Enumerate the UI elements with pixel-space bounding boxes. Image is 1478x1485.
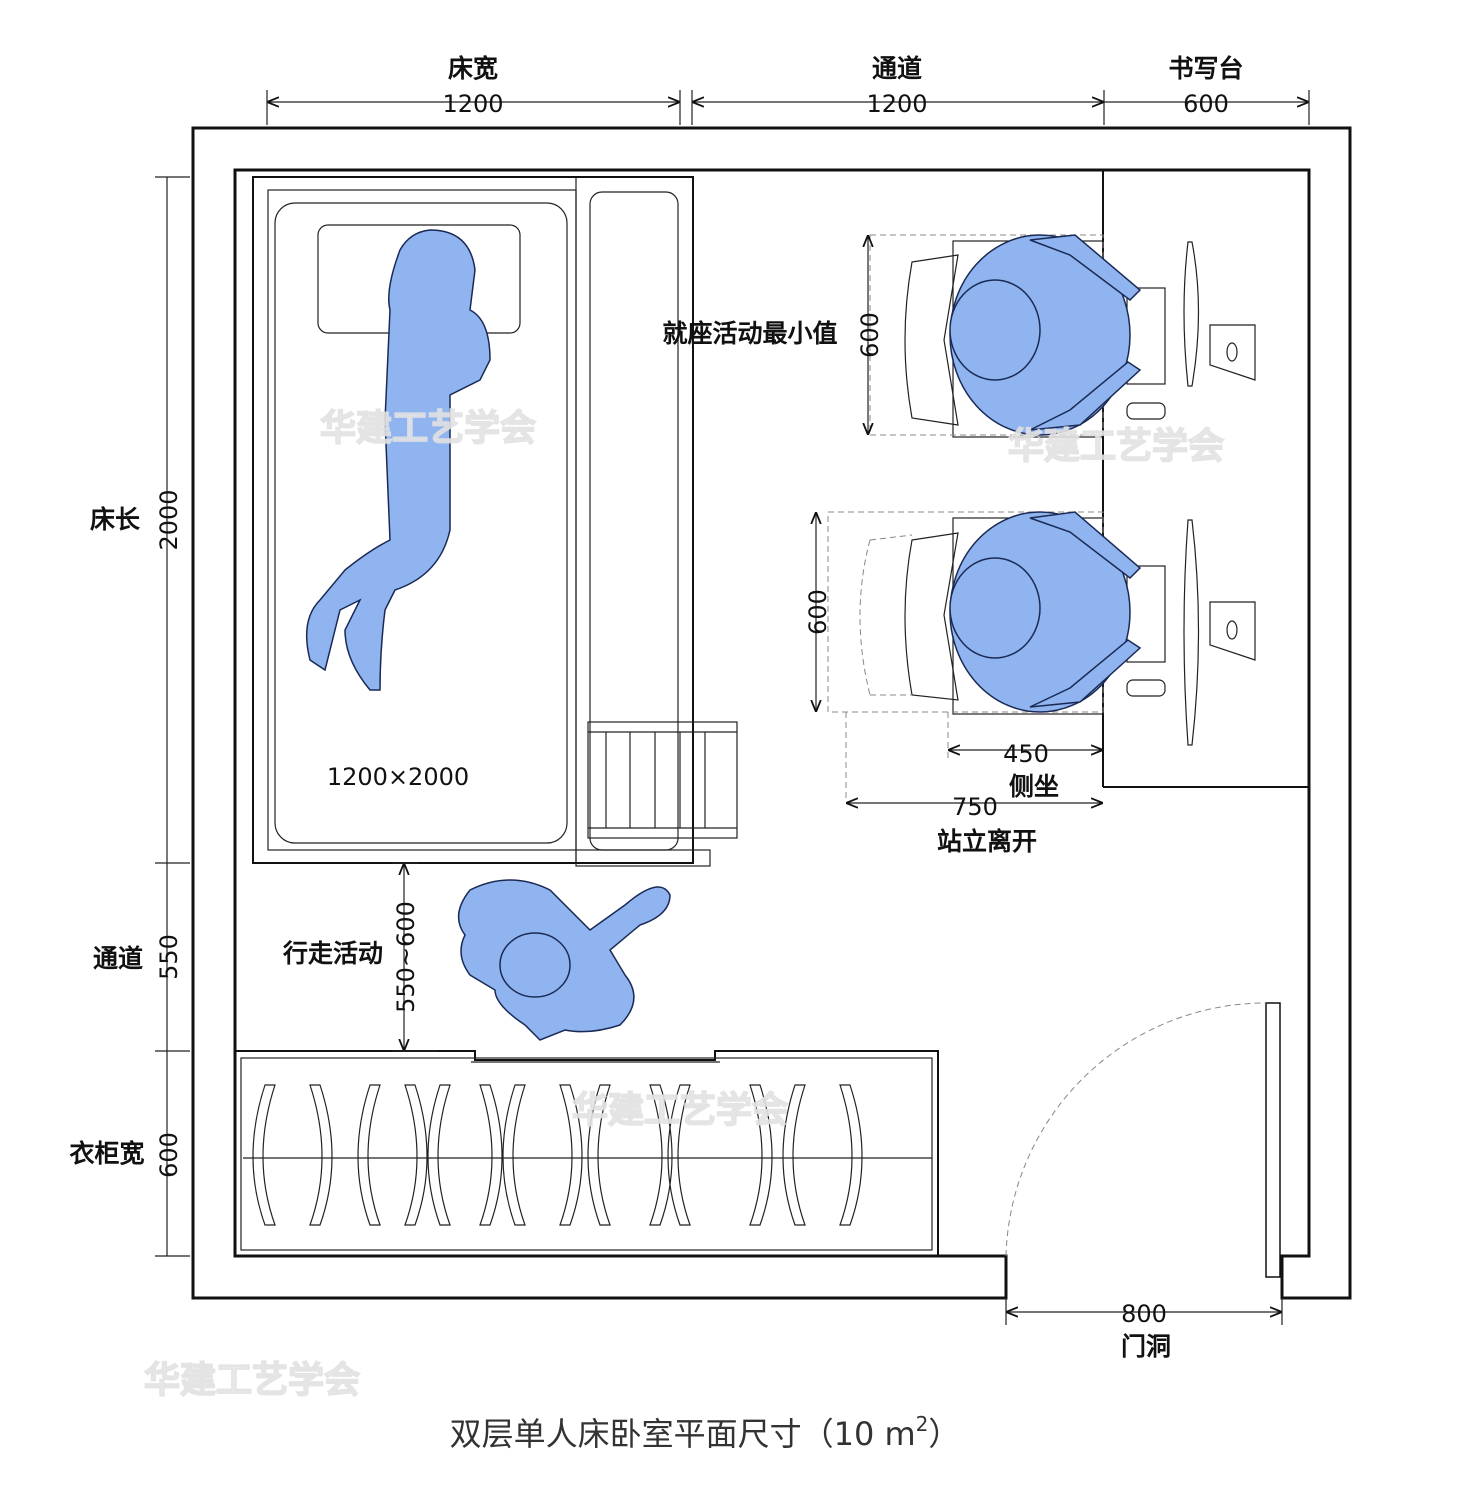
bed-width-label: 床宽 bbox=[448, 54, 498, 83]
bed-size-label: 1200×2000 bbox=[327, 763, 469, 791]
aisle-width-label: 通道 bbox=[872, 54, 922, 83]
side-sit-value: 450 bbox=[1003, 740, 1049, 768]
watermark: 华建工艺学会 bbox=[320, 407, 536, 449]
watermark: 华建工艺学会 bbox=[572, 1089, 788, 1131]
hanger-icon bbox=[252, 1084, 276, 1226]
diagram-title: 双层单人床卧室平面尺寸（10 m2） bbox=[450, 1412, 961, 1453]
door-width-value: 800 bbox=[1121, 1300, 1167, 1328]
aisle-depth-label: 通道 bbox=[93, 944, 143, 973]
walls bbox=[191, 126, 1352, 1300]
hanger-icon bbox=[404, 1084, 428, 1226]
seating-min-value: 600 bbox=[856, 312, 884, 358]
seating-min-label: 就座活动最小值 bbox=[662, 319, 837, 348]
monitor-icon bbox=[1183, 519, 1256, 746]
hanger-icon bbox=[502, 1084, 526, 1226]
bed-length-value: 2000 bbox=[155, 489, 183, 550]
mouse-icon bbox=[1126, 402, 1166, 420]
bunk-bed bbox=[252, 176, 738, 867]
walking-value: 550~600 bbox=[392, 901, 420, 1013]
watermark: 华建工艺学会 bbox=[144, 1359, 360, 1401]
wardrobe bbox=[235, 1050, 939, 1256]
watermark: 华建工艺学会 bbox=[1008, 425, 1224, 467]
seating-2-value: 600 bbox=[804, 589, 832, 635]
hanger-icon bbox=[479, 1084, 503, 1226]
monitor-icon bbox=[1183, 241, 1256, 387]
hanger-icon bbox=[749, 1084, 773, 1226]
hanger-icon bbox=[309, 1084, 333, 1226]
desk bbox=[1102, 170, 1309, 788]
hanger-icon bbox=[839, 1084, 863, 1226]
hanger-icon bbox=[649, 1084, 673, 1226]
ladder bbox=[575, 721, 738, 867]
desk-width-value: 600 bbox=[1183, 90, 1229, 118]
seated-person-2 bbox=[949, 511, 1142, 713]
side-sit-label: 侧坐 bbox=[1009, 772, 1059, 801]
walking-person bbox=[457, 879, 671, 1041]
stand-leave-value: 750 bbox=[952, 793, 998, 821]
aisle-width-value: 1200 bbox=[866, 90, 927, 118]
hanger-icon bbox=[782, 1084, 806, 1226]
stand-leave-label: 站立离开 bbox=[937, 827, 1037, 856]
bed-length-label: 床长 bbox=[90, 505, 141, 534]
seated-person-1 bbox=[949, 234, 1142, 436]
walking-label: 行走活动 bbox=[282, 939, 383, 968]
door-label: 门洞 bbox=[1121, 1332, 1171, 1361]
wardrobe-width-label: 衣柜宽 bbox=[69, 1139, 144, 1168]
hanger-icon bbox=[667, 1084, 691, 1226]
top-dimension-line bbox=[266, 90, 1310, 125]
door[interactable] bbox=[1005, 1002, 1281, 1278]
hanger-icon bbox=[559, 1084, 583, 1226]
hanger-icon bbox=[587, 1084, 611, 1226]
hanger-icon bbox=[427, 1084, 451, 1226]
hangers bbox=[252, 1084, 863, 1226]
sleeping-person bbox=[305, 229, 491, 691]
wardrobe-width-value: 600 bbox=[155, 1132, 183, 1178]
hanger-icon bbox=[357, 1084, 381, 1226]
left-dimension-line bbox=[155, 176, 190, 1257]
mouse-icon bbox=[1126, 679, 1166, 697]
bed-width-value: 1200 bbox=[442, 90, 503, 118]
aisle-depth-value: 550 bbox=[155, 934, 183, 980]
desk-width-label: 书写台 bbox=[1168, 54, 1243, 83]
